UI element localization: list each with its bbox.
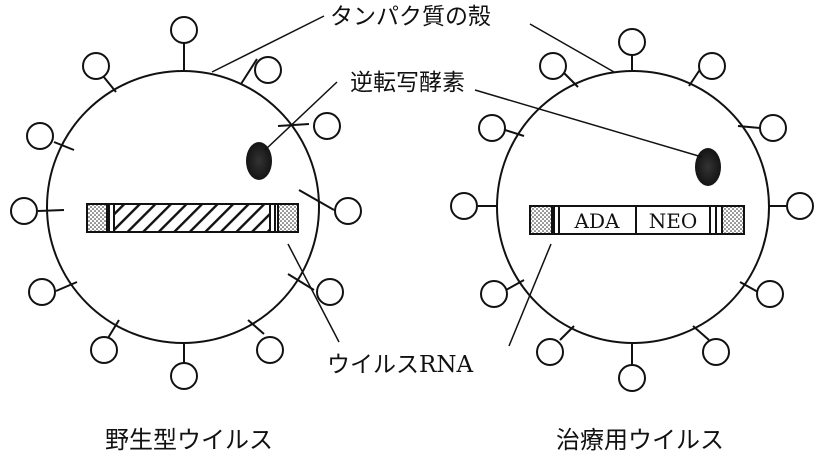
viral-rna-label: ウイルスRNA <box>327 352 473 378</box>
wild-virus-shell <box>46 70 320 344</box>
wild-virus <box>10 16 362 390</box>
therapy-virus-shell <box>496 70 770 344</box>
leader-lines <box>211 15 703 347</box>
therapy-virus: ADA NEO <box>450 28 814 392</box>
gene-ada-label: ADA <box>574 209 620 233</box>
wild-virus-enzyme <box>246 142 272 180</box>
rna-leader-therapy <box>508 243 552 347</box>
protein-shell-label: タンパク質の殻 <box>330 4 491 30</box>
therapy-virus-enzyme <box>695 148 721 186</box>
wild-virus-spikes <box>10 16 362 390</box>
gene-neo-label: NEO <box>649 209 698 233</box>
therapy-virus-caption: 治療用ウイルス <box>556 426 724 454</box>
rna-leader-wild <box>287 243 340 343</box>
wild-virus-caption: 野生型ウイルス <box>105 426 273 454</box>
reverse-transcriptase-label: 逆転写酵素 <box>350 70 465 96</box>
enzyme-leader-therapy <box>474 89 703 158</box>
therapy-virus-spikes <box>450 28 814 392</box>
wild-virus-rna <box>86 203 299 233</box>
shell-leader-therapy <box>529 23 615 73</box>
shell-leader-wild <box>211 15 325 73</box>
therapy-virus-rna <box>529 205 745 235</box>
enzyme-leader-wild <box>264 81 338 151</box>
